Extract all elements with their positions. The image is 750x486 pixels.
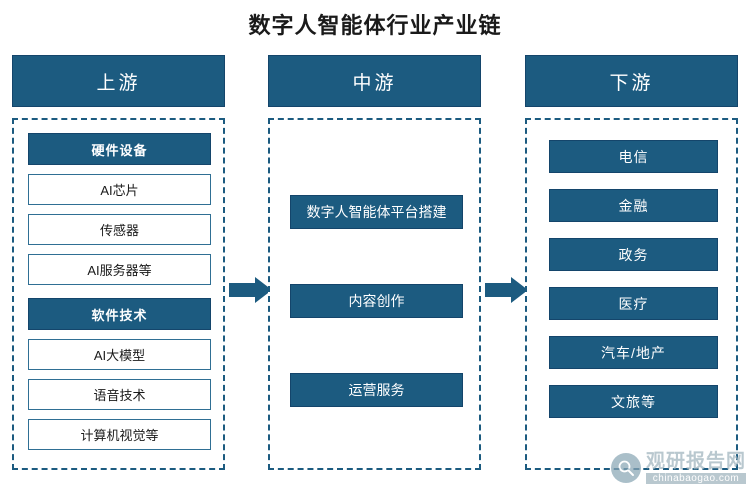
group-label-software: 软件技术 [28, 298, 211, 330]
column-midstream: 中游 数字人智能体平台搭建 内容创作 运营服务 [268, 55, 481, 470]
column-header-upstream: 上游 [12, 55, 225, 107]
item-computer-vision[interactable]: 计算机视觉等 [28, 419, 211, 450]
column-header-downstream: 下游 [525, 55, 738, 107]
item-operation-service[interactable]: 运营服务 [290, 373, 463, 407]
column-upstream: 上游 硬件设备 AI芯片 传感器 AI服务器等 软件技术 AI大模型 语音技术 … [12, 55, 225, 470]
item-auto-realestate[interactable]: 汽车/地产 [549, 336, 718, 369]
column-body-midstream: 数字人智能体平台搭建 内容创作 运营服务 [268, 118, 481, 470]
column-header-midstream: 中游 [268, 55, 481, 107]
page-title: 数字人智能体行业产业链 [248, 13, 502, 38]
item-sensor[interactable]: 传感器 [28, 214, 211, 245]
group-label-hardware: 硬件设备 [28, 133, 211, 165]
item-government[interactable]: 政务 [549, 238, 718, 271]
item-culture-tourism[interactable]: 文旅等 [549, 385, 718, 418]
item-ai-large-model[interactable]: AI大模型 [28, 339, 211, 370]
item-voice-technology[interactable]: 语音技术 [28, 379, 211, 410]
item-platform-construction[interactable]: 数字人智能体平台搭建 [290, 195, 463, 229]
column-body-upstream: 硬件设备 AI芯片 传感器 AI服务器等 软件技术 AI大模型 语音技术 计算机… [12, 118, 225, 470]
arrow-midstream-to-downstream [485, 277, 529, 303]
column-body-downstream: 电信 金融 政务 医疗 汽车/地产 文旅等 [525, 118, 738, 470]
item-telecom[interactable]: 电信 [549, 140, 718, 173]
item-ai-chip[interactable]: AI芯片 [28, 174, 211, 205]
column-downstream: 下游 电信 金融 政务 医疗 汽车/地产 文旅等 [525, 55, 738, 470]
item-finance[interactable]: 金融 [549, 189, 718, 222]
industry-chain-diagram: 上游 硬件设备 AI芯片 传感器 AI服务器等 软件技术 AI大模型 语音技术 … [0, 55, 750, 480]
item-medical[interactable]: 医疗 [549, 287, 718, 320]
item-ai-server[interactable]: AI服务器等 [28, 254, 211, 285]
arrow-upstream-to-midstream [229, 277, 273, 303]
item-content-creation[interactable]: 内容创作 [290, 284, 463, 318]
